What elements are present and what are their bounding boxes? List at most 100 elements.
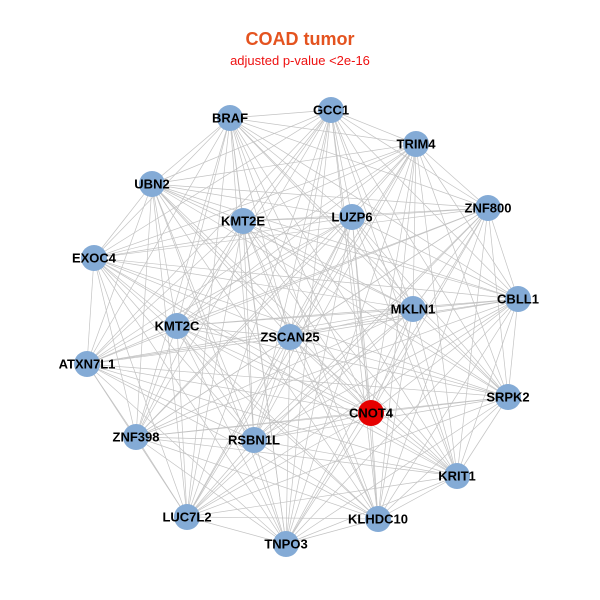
edge bbox=[242, 216, 353, 222]
edge bbox=[289, 336, 372, 414]
node-rsbn1l bbox=[241, 427, 267, 453]
edge bbox=[330, 109, 489, 209]
edge bbox=[456, 207, 489, 477]
node-label-zscan25: ZSCAN25 bbox=[260, 330, 319, 345]
edge bbox=[186, 516, 379, 520]
edge bbox=[289, 336, 509, 398]
node-luc7l2 bbox=[174, 504, 200, 530]
edge bbox=[242, 143, 417, 222]
edge bbox=[229, 117, 417, 145]
edge bbox=[186, 336, 291, 518]
edge bbox=[176, 308, 414, 327]
edge bbox=[93, 257, 188, 518]
node-label-ubn2: UBN2 bbox=[134, 177, 169, 192]
edge bbox=[253, 439, 287, 545]
edge bbox=[93, 183, 153, 259]
edge bbox=[186, 216, 353, 518]
edge bbox=[86, 336, 291, 365]
node-srpk2 bbox=[495, 384, 521, 410]
edge bbox=[176, 325, 287, 545]
node-kmt2e bbox=[230, 208, 256, 234]
edge bbox=[186, 308, 414, 518]
edge bbox=[151, 183, 287, 545]
edge bbox=[285, 336, 291, 545]
edge bbox=[151, 183, 188, 518]
edge bbox=[229, 117, 379, 520]
edge bbox=[86, 117, 231, 365]
edge bbox=[415, 143, 509, 398]
edge bbox=[93, 207, 489, 259]
edge bbox=[242, 220, 372, 414]
edge bbox=[289, 216, 353, 338]
edge bbox=[93, 257, 137, 438]
edge bbox=[93, 257, 509, 398]
edge bbox=[86, 216, 353, 365]
edge bbox=[86, 257, 95, 365]
node-label-klhdc10: KLHDC10 bbox=[348, 512, 408, 527]
edge bbox=[93, 109, 332, 259]
edge bbox=[351, 143, 417, 218]
edge bbox=[351, 216, 414, 310]
edge bbox=[186, 143, 417, 518]
edge bbox=[242, 207, 489, 222]
node-cnot4 bbox=[358, 400, 384, 426]
edge bbox=[330, 109, 458, 477]
edge bbox=[93, 257, 519, 300]
node-label-braf: BRAF bbox=[212, 111, 248, 126]
edge bbox=[93, 216, 353, 259]
node-label-mkln1: MKLN1 bbox=[391, 302, 436, 317]
edge bbox=[151, 183, 458, 477]
node-label-krit1: KRIT1 bbox=[438, 469, 476, 484]
edge bbox=[93, 257, 178, 327]
edge bbox=[86, 363, 509, 398]
node-mkln1 bbox=[400, 296, 426, 322]
edge bbox=[351, 216, 372, 414]
edge bbox=[93, 257, 287, 545]
edge bbox=[377, 308, 414, 520]
edge bbox=[135, 436, 379, 520]
edge bbox=[135, 436, 287, 545]
edge bbox=[186, 516, 287, 545]
edge bbox=[135, 308, 414, 438]
edge bbox=[176, 325, 509, 398]
edge bbox=[186, 475, 458, 518]
edge bbox=[93, 257, 458, 477]
node-label-exoc4: EXOC4 bbox=[72, 251, 117, 266]
edge bbox=[253, 308, 414, 441]
edge bbox=[176, 298, 519, 327]
edge bbox=[330, 109, 509, 398]
edge bbox=[93, 257, 372, 414]
edge bbox=[456, 396, 509, 477]
edge bbox=[351, 216, 458, 477]
edge bbox=[412, 308, 458, 477]
edge bbox=[151, 183, 379, 520]
edge bbox=[135, 336, 291, 438]
edge bbox=[93, 257, 379, 520]
node-atxn7l1 bbox=[74, 351, 100, 377]
edge bbox=[285, 216, 353, 545]
edge bbox=[285, 109, 332, 545]
edge bbox=[86, 207, 489, 365]
edge bbox=[135, 436, 255, 441]
edge bbox=[242, 220, 287, 545]
edge bbox=[377, 298, 519, 520]
edge bbox=[176, 216, 353, 327]
edge bbox=[135, 436, 458, 477]
edge bbox=[86, 363, 458, 477]
edge bbox=[151, 183, 291, 338]
edge bbox=[86, 298, 519, 365]
edge bbox=[253, 207, 489, 441]
edge bbox=[242, 220, 509, 398]
edge bbox=[176, 325, 291, 338]
edge bbox=[135, 183, 153, 438]
edge bbox=[176, 220, 244, 327]
node-label-luzp6: LUZP6 bbox=[331, 210, 372, 225]
node-zscan25 bbox=[277, 324, 303, 350]
edge bbox=[370, 298, 519, 414]
edge bbox=[151, 117, 231, 185]
edge bbox=[253, 336, 291, 441]
edge bbox=[253, 298, 519, 441]
node-label-rsbn1l: RSBN1L bbox=[228, 433, 280, 448]
